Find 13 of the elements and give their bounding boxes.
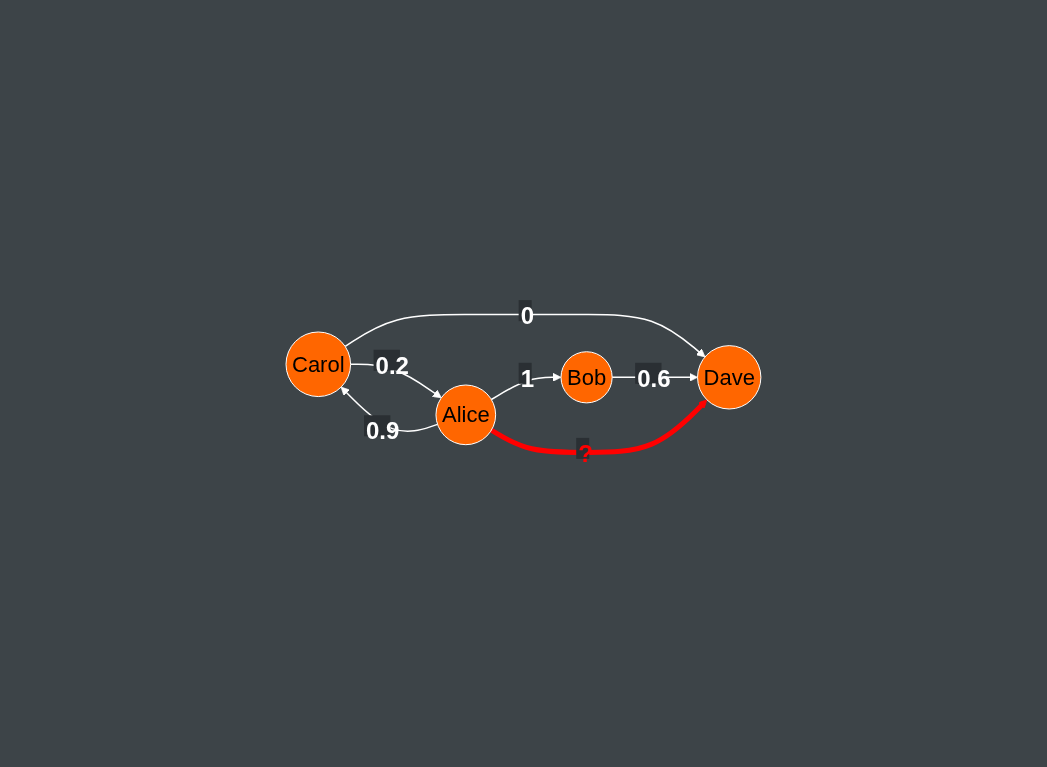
node-circle: Alice — [435, 384, 497, 446]
edge-label: 0.6 — [637, 364, 671, 392]
arrow — [344, 313, 706, 358]
node-circle: Dave — [697, 345, 762, 410]
edge-label: ? — [578, 439, 593, 467]
edge-label: 1 — [520, 364, 535, 392]
arrow — [490, 399, 708, 455]
node-circle: Bob — [560, 351, 613, 404]
edge-label: 0 — [520, 302, 535, 330]
edge-label: 0.9 — [366, 417, 400, 445]
node-circle: Carol — [285, 331, 352, 398]
arrow — [490, 372, 562, 401]
edge-label: 0.2 — [375, 351, 409, 379]
